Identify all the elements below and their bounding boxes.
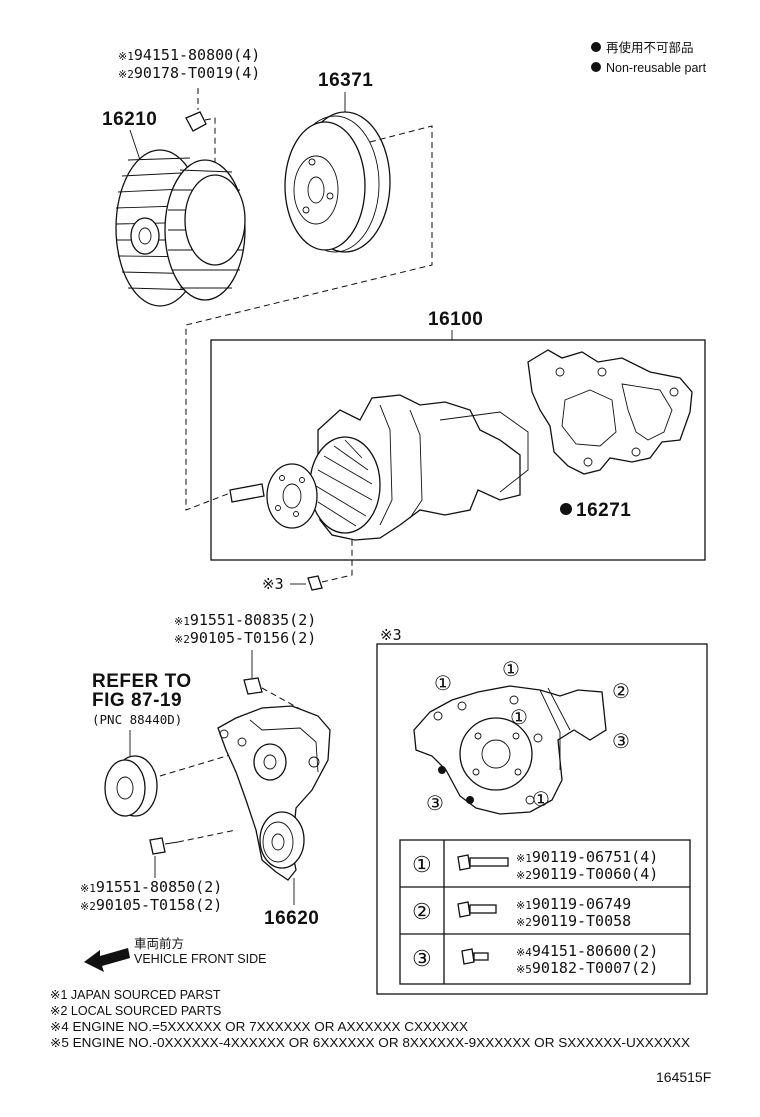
bolt-1-icon [457,854,471,871]
bracket-bolt-top-1: ※191551-80835(2) [174,611,316,629]
front-arrow-icon [84,948,130,972]
inset-callout-1b: ① [502,659,520,681]
front-en: VEHICLE FRONT SIDE [134,952,266,966]
fan-clutch: 16210 [102,109,246,307]
bolt-row-1-item-1: ※190119-06751(4) [516,848,658,866]
bolt-row-2-item-1: ※190119-06749 [516,895,631,913]
part-label-16100: 16100 [428,309,483,330]
fan-bolt-icon [185,111,207,132]
non-reusable-dot-icon [591,62,601,72]
bolt-row-2-item-2: ※290119-T0058 [516,912,631,930]
pump-bolt-mark: ※3 [262,575,284,593]
part-label-16371: 16371 [318,70,373,91]
fan-bolt-1: ※194151-80800(4) [118,46,260,64]
fan-bolt-2: ※290178-T0019(4) [118,64,260,82]
footnote-3: ※4 ENGINE NO.=5XXXXXX OR 7XXXXXX OR AXXX… [50,1020,469,1034]
water-pump-assembly: 16100 [210,309,706,561]
gasket-16271 [527,349,693,475]
refer-line1: REFER TO [92,671,192,692]
pump-box [210,339,706,561]
pulley: 16371 [284,70,391,253]
bolt-row-3-num: ③ [412,946,432,971]
inset-label: ※3 [380,626,402,644]
footnote-1: ※1 JAPAN SOURCED PARST [50,988,221,1002]
pump-bolt-icon [307,575,323,591]
vehicle-front-indicator: 車両前方 VEHICLE FRONT SIDE [84,936,266,972]
inset-callout-2: ② [612,681,630,703]
assembly-line [185,125,433,511]
inset-detail: ※3 ① ① ① ① ② ③ ③ [376,626,708,995]
stud-icon [229,483,265,503]
non-reusable-dot-icon [591,42,601,52]
figure-code: 164515F [656,1069,711,1085]
part-label-16210: 16210 [102,109,157,130]
bolt-row-3-item-2: ※590182-T0007(2) [516,959,658,977]
footnote-4: ※5 ENGINE NO.-0XXXXXX-4XXXXXX OR 6XXXXXX… [50,1036,691,1050]
inset-callout-1c: ① [510,707,528,729]
bolt-row-3-item-1: ※494151-80600(2) [516,942,658,960]
bracket: 16620 [217,705,331,929]
inset-callout-3a: ③ [612,731,630,753]
legend-jp: 再使用不可部品 [606,40,694,55]
fan-bolt-callout: ※194151-80800(4) ※290178-T0019(4) [118,46,260,176]
bracket-bolt-top-callout: ※191551-80835(2) ※290105-T0156(2) [174,611,331,741]
legend: 再使用不可部品 Non-reusable part [591,40,707,75]
bolt-table: ① ※190119-06751(4) ※290119-T0060(4) ② ※1… [399,839,691,985]
bracket-bolt-icon [149,837,166,855]
bracket-bolt-bottom-2: ※290105-T0158(2) [80,896,222,914]
front-jp: 車両前方 [134,936,184,951]
footnote-2: ※2 LOCAL SOURCED PARTS [50,1004,221,1018]
bracket-bolt-icon [243,677,263,695]
bolt-3-icon [461,948,475,965]
refer-line3: (PNC 88440D) [92,712,182,727]
fan-bolt-leader [197,88,216,176]
pump-bolt-callout: ※3 [262,540,353,593]
bracket-bolt-bottom-1: ※191551-80850(2) [80,878,222,896]
inset-callout-1a: ① [434,673,452,695]
inset-box [376,643,708,995]
bolt-row-1-num: ① [412,852,432,877]
bracket-bolt-bottom-callout: ※191551-80850(2) ※290105-T0158(2) [80,829,237,914]
bolt-2-icon [457,901,471,918]
inset-callout-3b: ③ [426,793,444,815]
non-reusable-dot-icon [560,503,572,515]
bolt-row-1-item-2: ※290119-T0060(4) [516,865,658,883]
footnotes: ※1 JAPAN SOURCED PARST ※2 LOCAL SOURCED … [50,988,691,1050]
inset-callout-1d: ① [532,789,550,811]
leader-16210 [129,129,141,161]
idler-16620 [259,811,305,869]
bracket-bolt-top-2: ※290105-T0156(2) [174,629,316,647]
refer-note: REFER TO FIG 87-19 (PNC 88440D) [92,671,192,756]
part-label-16620: 16620 [264,908,319,929]
refer-line2: FIG 87-19 [92,690,182,711]
idler-pulley-ref [104,751,241,817]
legend-en: Non-reusable part [606,61,707,75]
bolt-row-2-num: ② [412,899,432,924]
part-label-16271: 16271 [576,500,631,521]
